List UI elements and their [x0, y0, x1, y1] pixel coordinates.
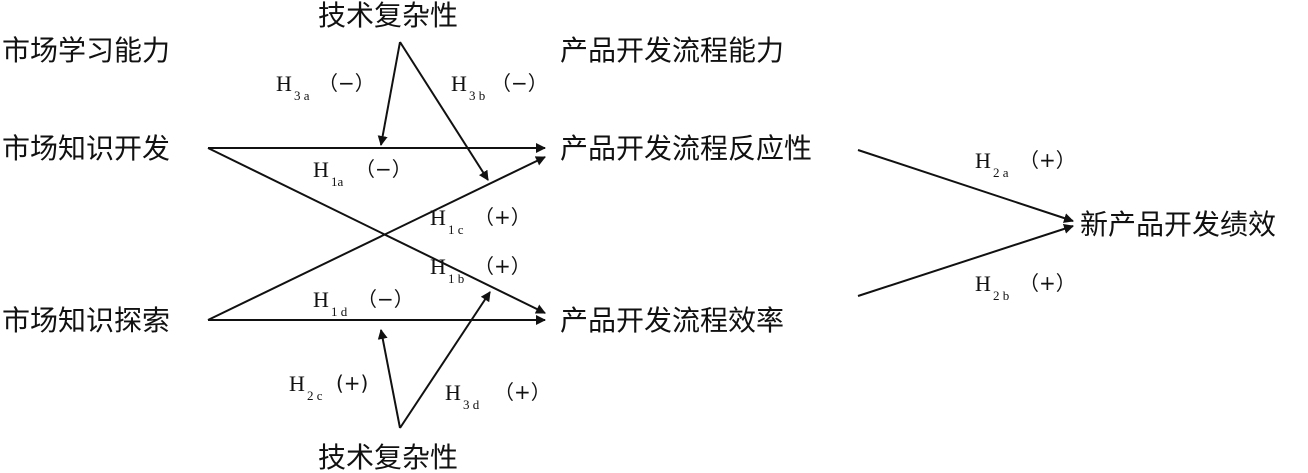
edge-dev-to-efficiency — [207, 147, 546, 314]
h1a-main: H — [313, 157, 329, 182]
node-process-capability: 产品开发流程能力 — [560, 34, 784, 67]
node-process-responsiveness: 产品开发流程反应性 — [560, 132, 812, 165]
h3b-sign: （−） — [491, 71, 548, 95]
hypothesis-h1b: H 1 b （+） — [430, 254, 531, 286]
h3b-main: H — [451, 71, 467, 96]
h3a-main: H — [276, 71, 292, 96]
h3a-sub: 3 a — [294, 88, 310, 103]
h1d-sub: 1 d — [331, 304, 348, 319]
node-market-knowledge-development: 市场知识开发 — [2, 132, 170, 165]
hypothesis-h2b: H 2 b （+） — [975, 271, 1076, 303]
h1b-sub: 1 b — [448, 271, 464, 286]
node-process-efficiency: 产品开发流程效率 — [560, 304, 784, 337]
h2b-sign: （+） — [1019, 271, 1076, 295]
h3a-sign: （−） — [318, 71, 375, 95]
node-market-knowledge-exploration: 市场知识探索 — [2, 304, 170, 337]
node-tech-complexity-top: 技术复杂性 — [318, 0, 458, 32]
h1c-sub: 1 c — [448, 222, 464, 237]
edge-explore-to-responsiveness — [207, 156, 546, 321]
h1b-sign: （+） — [474, 254, 531, 278]
edge-tech-top-to-h1a — [377, 41, 401, 146]
h2a-sign: （+） — [1019, 148, 1076, 172]
node-tech-complexity-bottom: 技术复杂性 — [318, 441, 458, 473]
hypothesis-h1c: H 1 c （+） — [430, 205, 531, 237]
h2a-sub: 2 a — [993, 165, 1009, 180]
h2b-main: H — [975, 271, 991, 296]
edge-tech-top-to-h1b — [399, 41, 489, 181]
edge-tech-bottom-to-h1c — [399, 291, 491, 429]
h1a-sub: 1a — [331, 174, 344, 189]
hypotheses: H 3 a （−） H 3 b （−） H 1a （−） H 1 c （+） H… — [276, 71, 1076, 412]
hypothesis-h2c: H 2 c (+) — [289, 371, 368, 403]
h1c-main: H — [430, 205, 446, 230]
nodes: 技术复杂性 市场学习能力 产品开发流程能力 市场知识开发 产品开发流程反应性 新… — [2, 0, 1276, 473]
hypothesis-h1a: H 1a （−） — [313, 157, 412, 189]
h1d-main: H — [313, 287, 329, 312]
h2c-sign: (+) — [336, 371, 368, 395]
node-new-product-performance: 新产品开发绩效 — [1080, 208, 1276, 241]
h3b-sub: 3 b — [469, 88, 485, 103]
edge-responsiveness-to-performance — [857, 149, 1074, 223]
h3d-sign: （+） — [494, 380, 551, 404]
h3d-sub: 3 d — [463, 397, 480, 412]
h1c-sign: （+） — [474, 205, 531, 229]
h1b-main: H — [430, 254, 446, 279]
hypothesis-h3b: H 3 b （−） — [451, 71, 548, 103]
h2b-sub: 2 b — [993, 288, 1009, 303]
hypothesis-h1d: H 1 d （−） — [313, 287, 414, 319]
h1a-sign: （−） — [355, 157, 412, 181]
h2a-main: H — [975, 148, 991, 173]
edges — [207, 41, 1074, 429]
hypothesis-h3d: H 3 d （+） — [445, 380, 551, 412]
h1d-sign: （−） — [357, 287, 414, 311]
edge-tech-bottom-to-h1d — [377, 329, 401, 429]
node-market-learning-capability: 市场学习能力 — [2, 34, 170, 67]
h3d-main: H — [445, 380, 461, 405]
h2c-main: H — [289, 371, 305, 396]
hypothesis-h2a: H 2 a （+） — [975, 148, 1076, 180]
edge-efficiency-to-performance — [857, 224, 1074, 297]
hypothesis-h3a: H 3 a （−） — [276, 71, 375, 103]
h2c-sub: 2 c — [307, 388, 323, 403]
